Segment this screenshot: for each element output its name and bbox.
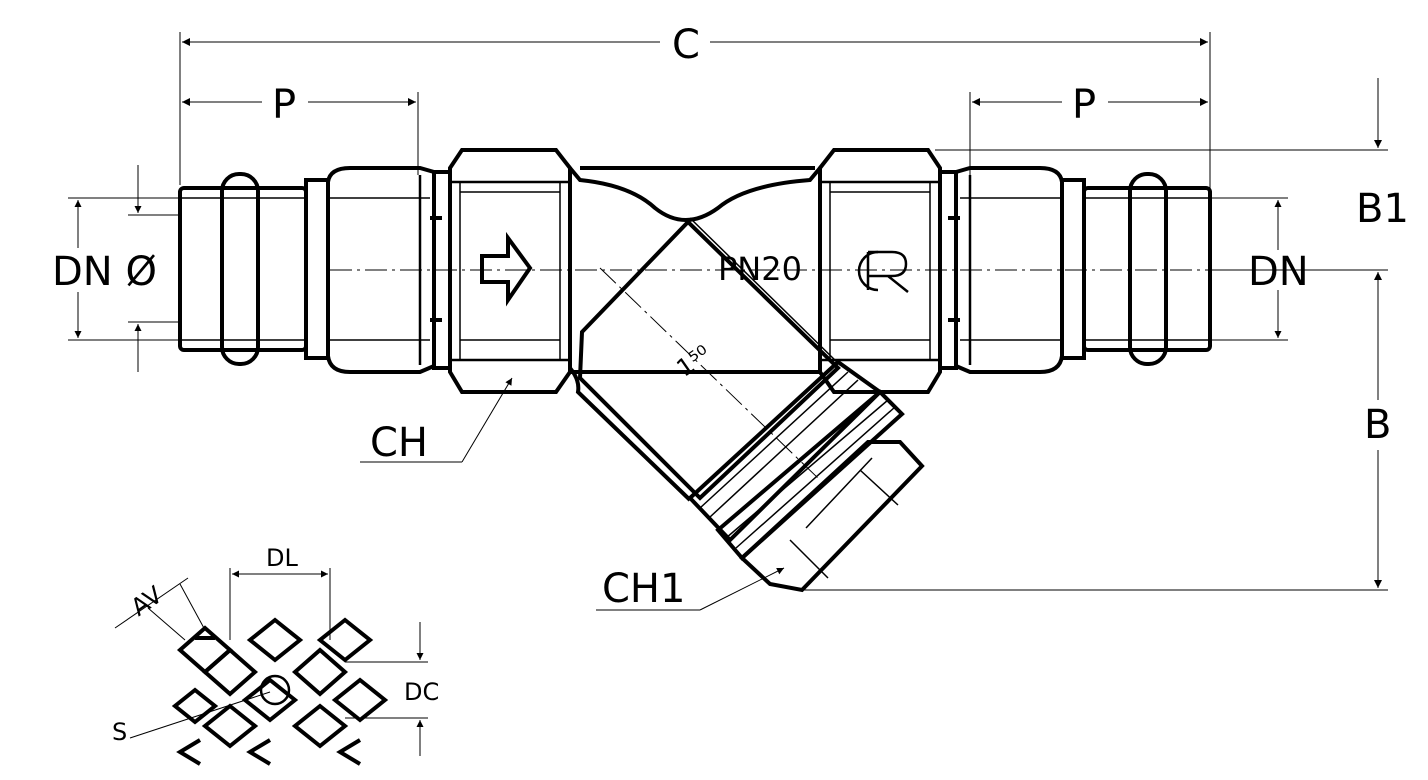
leader-ch: CH xyxy=(360,377,513,466)
label-b1: B1 xyxy=(1356,186,1409,232)
label-dl: DL xyxy=(266,544,298,572)
cr-logo-icon xyxy=(857,250,909,293)
leader-ch1: CH1 xyxy=(596,566,785,612)
label-ch: CH xyxy=(370,420,428,466)
flow-mark: 1⁵⁰ xyxy=(672,340,716,383)
label-pn20: PN20 xyxy=(718,250,802,288)
right-hex-nut xyxy=(818,148,942,394)
dimension-dn-diameter-left: DN Ø xyxy=(52,165,180,372)
dimension-dn-right: DN xyxy=(1212,197,1340,341)
mesh-detail: DL DC AV S xyxy=(112,544,439,766)
dimension-p-right: P xyxy=(969,82,1208,175)
flow-right-arrow-icon xyxy=(480,231,533,307)
strainer-body: 1⁵⁰ PN20 xyxy=(568,162,841,502)
dimension-c: C xyxy=(179,22,1211,190)
label-p-left: P xyxy=(272,82,296,128)
label-c: C xyxy=(672,22,700,68)
label-av: AV xyxy=(126,580,168,621)
label-dn-diameter: DN Ø xyxy=(52,249,157,295)
label-p-right: P xyxy=(1072,82,1096,128)
label-dc: DC xyxy=(404,678,439,706)
label-s: S xyxy=(112,718,127,746)
left-press-fitting xyxy=(178,166,452,374)
left-hex-nut xyxy=(448,148,572,394)
label-dn-right: DN xyxy=(1248,249,1309,295)
right-press-fitting xyxy=(938,166,1212,374)
dimension-b1-b: B1 B xyxy=(800,78,1409,591)
label-ch1: CH1 xyxy=(602,566,685,612)
label-b: B xyxy=(1364,402,1391,448)
dimension-p-left: P xyxy=(182,82,419,175)
strainer-cap xyxy=(687,359,925,593)
